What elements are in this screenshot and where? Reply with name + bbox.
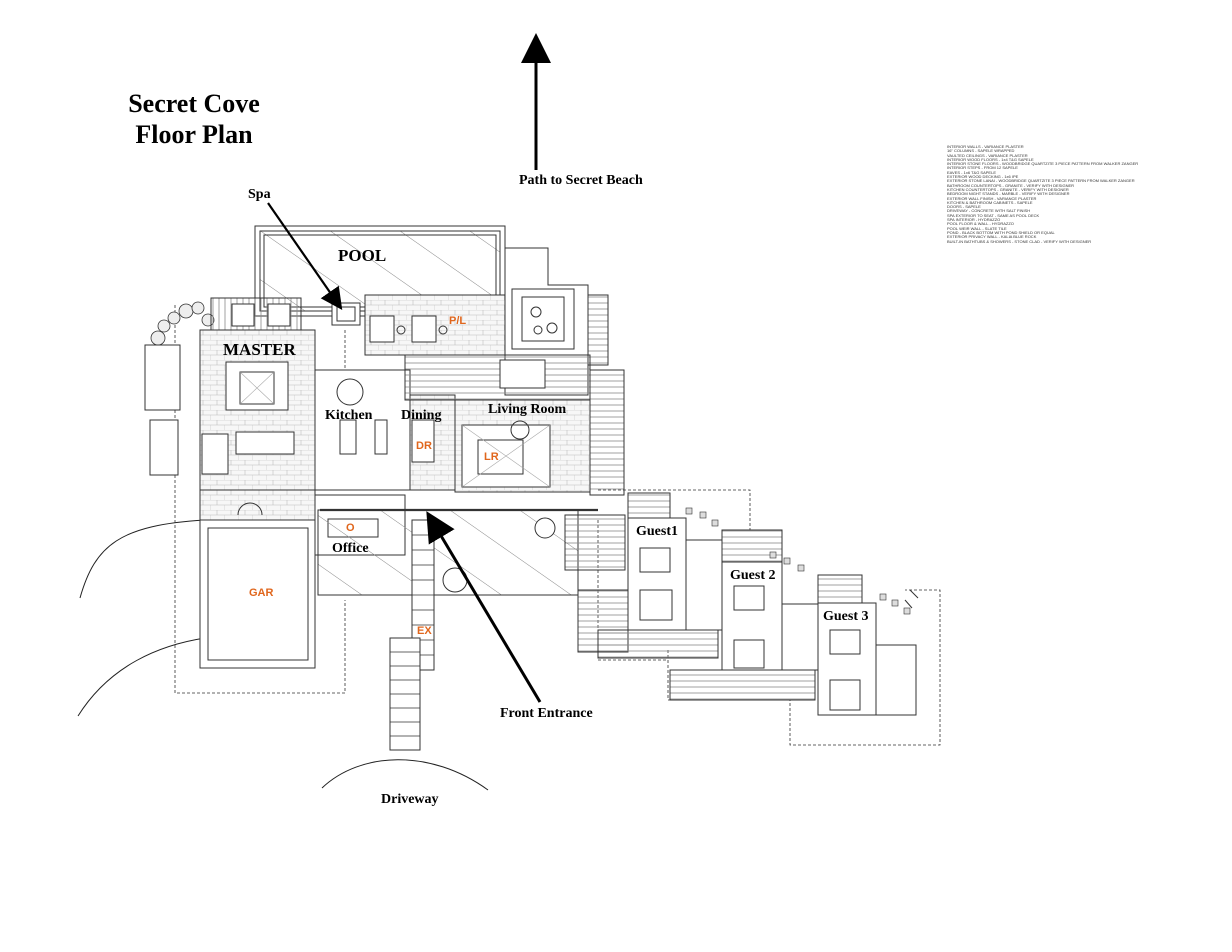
note: KITCHEN & BATHROOM CABINETS - SAPELE bbox=[947, 200, 1033, 205]
master-suite bbox=[144, 297, 316, 521]
note: SPA INTERIOR - HYDRAZZO bbox=[947, 218, 1001, 223]
label-office: Office bbox=[332, 541, 369, 556]
note: VAULTED CEILINGS - VARIANCE PLASTER bbox=[947, 153, 1028, 158]
label-kitchen: Kitchen bbox=[325, 408, 373, 423]
plan-title-line1: Secret Cove bbox=[128, 89, 260, 118]
label-guest2: Guest 2 bbox=[730, 568, 776, 583]
note: EXTERIOR WALL FINISH - VARIANCE PLASTER bbox=[947, 196, 1037, 201]
label-path-to-beach: Path to Secret Beach bbox=[519, 173, 643, 188]
note: DRIVEWAY - CONCRETE WITH SALT FINISH bbox=[947, 209, 1031, 214]
label-master: MASTER bbox=[223, 340, 296, 359]
note: POND - BLACK BOTTOM WITH POND SHIELD OR … bbox=[947, 230, 1055, 235]
note: POOL WEIR WALL - SLATE TILE bbox=[947, 226, 1007, 231]
entry-stairs bbox=[389, 519, 435, 751]
garage bbox=[199, 519, 316, 669]
guest-stepping-stones bbox=[685, 507, 911, 615]
living-room bbox=[404, 354, 625, 496]
label-pool: POOL bbox=[338, 246, 387, 265]
room-code-dining: DR bbox=[416, 440, 432, 452]
note: EXTERIOR WOOD DECKING - 1x6 IPE bbox=[947, 175, 1019, 180]
room-code-pool-lanai: P/L bbox=[449, 315, 467, 327]
note: BUILT-IN BATHTUBS & SHOWERS - STONE CLAD… bbox=[947, 239, 1092, 244]
note: DOORS - SAPELE bbox=[947, 205, 981, 210]
note: KITCHEN COUNTERTOPS - GRANITE - VERIFY W… bbox=[947, 187, 1069, 192]
label-front-entrance: Front Entrance bbox=[500, 706, 593, 721]
room-code-office: O bbox=[346, 522, 355, 534]
note: EXTERIOR STONE LANAI - WOODBRIDGE QUARTZ… bbox=[947, 179, 1135, 184]
note: EXTERIOR PRIVACY WALL - KALIA BLUE ROCK bbox=[947, 235, 1037, 240]
label-living-room: Living Room bbox=[488, 402, 567, 417]
label-guest3: Guest 3 bbox=[823, 609, 869, 624]
material-notes: INTERIOR WALLS - VARIANCE PLASTER 16" CO… bbox=[947, 145, 1197, 244]
note: INTERIOR STONE FLOORS - WOODBRIDGE QUART… bbox=[947, 162, 1139, 167]
kitchen-dining bbox=[314, 369, 456, 491]
room-code-garage: GAR bbox=[249, 587, 274, 599]
plan-title: Secret Cove Floor Plan bbox=[96, 88, 292, 150]
note: INTERIOR WOOD FLOORS - 1x4 T&G SAPELE bbox=[947, 157, 1034, 162]
spa-arrow bbox=[267, 202, 343, 311]
plan-title-line2: Floor Plan bbox=[135, 120, 253, 149]
note: INTERIOR WALLS - VARIANCE PLASTER bbox=[947, 145, 1024, 149]
annotation-arrows bbox=[267, 33, 551, 703]
site-arcs bbox=[77, 519, 489, 791]
room-code-exterior: EX bbox=[417, 625, 432, 637]
label-guest1: Guest1 bbox=[636, 524, 678, 539]
note: INTERIOR STEPS - FROM 12 SAPELE bbox=[947, 166, 1018, 171]
note: POOL FLOOR & WALL - HYDRAZZO bbox=[947, 222, 1014, 227]
entrance-arrow bbox=[426, 511, 542, 703]
note: BEDROOM NIGHT STANDS - MARBLE - VERIFY W… bbox=[947, 192, 1070, 197]
note: SPA EXTERIOR TO SEAT - SAME AS POOL DECK bbox=[947, 213, 1040, 218]
note: EAVES - 1x6 T&G SAPELE bbox=[947, 170, 996, 175]
label-dining: Dining bbox=[401, 408, 442, 423]
note: BATHROOM COUNTERTOPS - GRANITE - VERIFY … bbox=[947, 183, 1075, 188]
label-spa: Spa bbox=[248, 187, 271, 202]
room-code-living: LR bbox=[484, 451, 499, 463]
label-driveway: Driveway bbox=[381, 792, 439, 807]
note: 16" COLUMNS - SAPELE WRAPPED bbox=[947, 149, 1015, 154]
guest-wing bbox=[564, 492, 919, 716]
